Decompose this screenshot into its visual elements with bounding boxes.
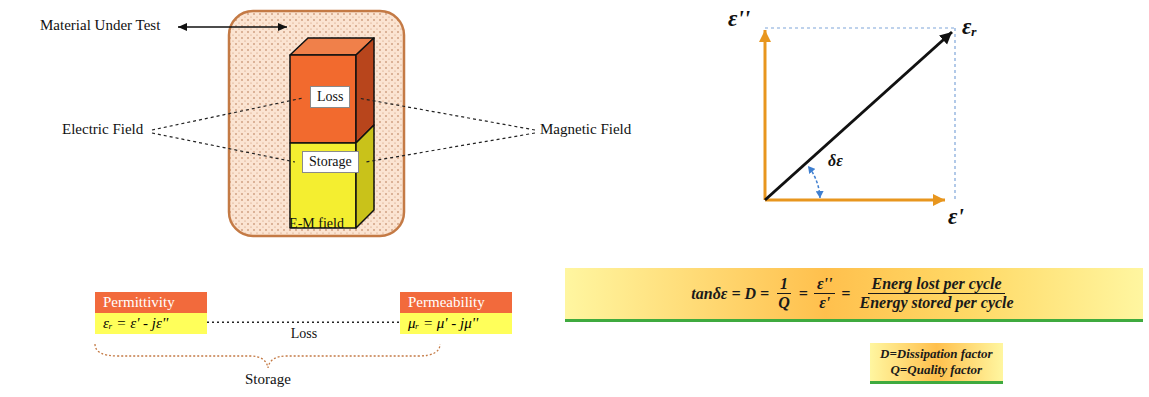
parameter-name: Permeability: [400, 292, 512, 313]
dotted-connector: [207, 322, 400, 323]
definition-line: D=Dissipation factor: [880, 346, 993, 362]
numerator: Energ lost per cycle: [868, 275, 1004, 294]
material-block: [290, 38, 374, 228]
tag-label: Loss: [317, 89, 343, 105]
definition-box: D=Dissipation factorQ=Quality factor: [870, 343, 1003, 384]
part-label: Material Under Test: [40, 17, 160, 34]
axis-label: ε'': [728, 6, 750, 32]
definition-line: Q=Quality factor: [880, 362, 993, 378]
vector-label: εᵣ: [962, 14, 977, 40]
axis-label: ε': [948, 204, 964, 230]
brace-label: Storage: [245, 371, 291, 388]
denominator: Energy stored per cycle: [856, 294, 1016, 312]
denominator: Q: [775, 294, 793, 312]
parameter-name: Permittivity: [95, 292, 207, 313]
denominator: ε': [816, 294, 833, 312]
fraction: Energ lost per cycleEnergy stored per cy…: [856, 275, 1016, 312]
numerator: 1: [777, 275, 791, 294]
parameter-formula: εᵣ = ε' - jε'': [95, 313, 207, 334]
field-label: Magnetic Field: [540, 121, 631, 138]
fraction: ε''ε': [814, 275, 835, 312]
formula-part: =: [841, 285, 850, 303]
parameter-box: Permittivityεᵣ = ε' - jε'': [95, 292, 207, 334]
fraction: 1Q: [775, 275, 793, 312]
field-region: [229, 11, 404, 236]
numerator: ε'': [814, 275, 835, 294]
parameter-box: Permeabilityμᵣ = μ' - jμ'': [400, 292, 512, 334]
field-region: E-M field LossStorage: [228, 10, 405, 237]
region-label: E-M field: [228, 216, 405, 232]
formula-part: tanδε = D =: [691, 285, 769, 303]
pointer-arrow: [178, 26, 287, 27]
parameter-formula: μᵣ = μ' - jμ'': [400, 313, 512, 334]
angle-label: δε: [828, 152, 843, 170]
formula-part: =: [799, 285, 808, 303]
formula-banner: tanδε = D = 1Q = ε''ε' = Energ lost per cycle…: [565, 268, 1143, 322]
phasor-diagram: [765, 28, 955, 200]
field-tag: Loss: [310, 86, 350, 108]
field-tag: Storage: [302, 151, 359, 173]
brace: [95, 344, 440, 368]
connector-label: Loss: [291, 326, 317, 342]
field-label: Electric Field: [62, 121, 143, 138]
tag-label: Storage: [309, 154, 352, 170]
